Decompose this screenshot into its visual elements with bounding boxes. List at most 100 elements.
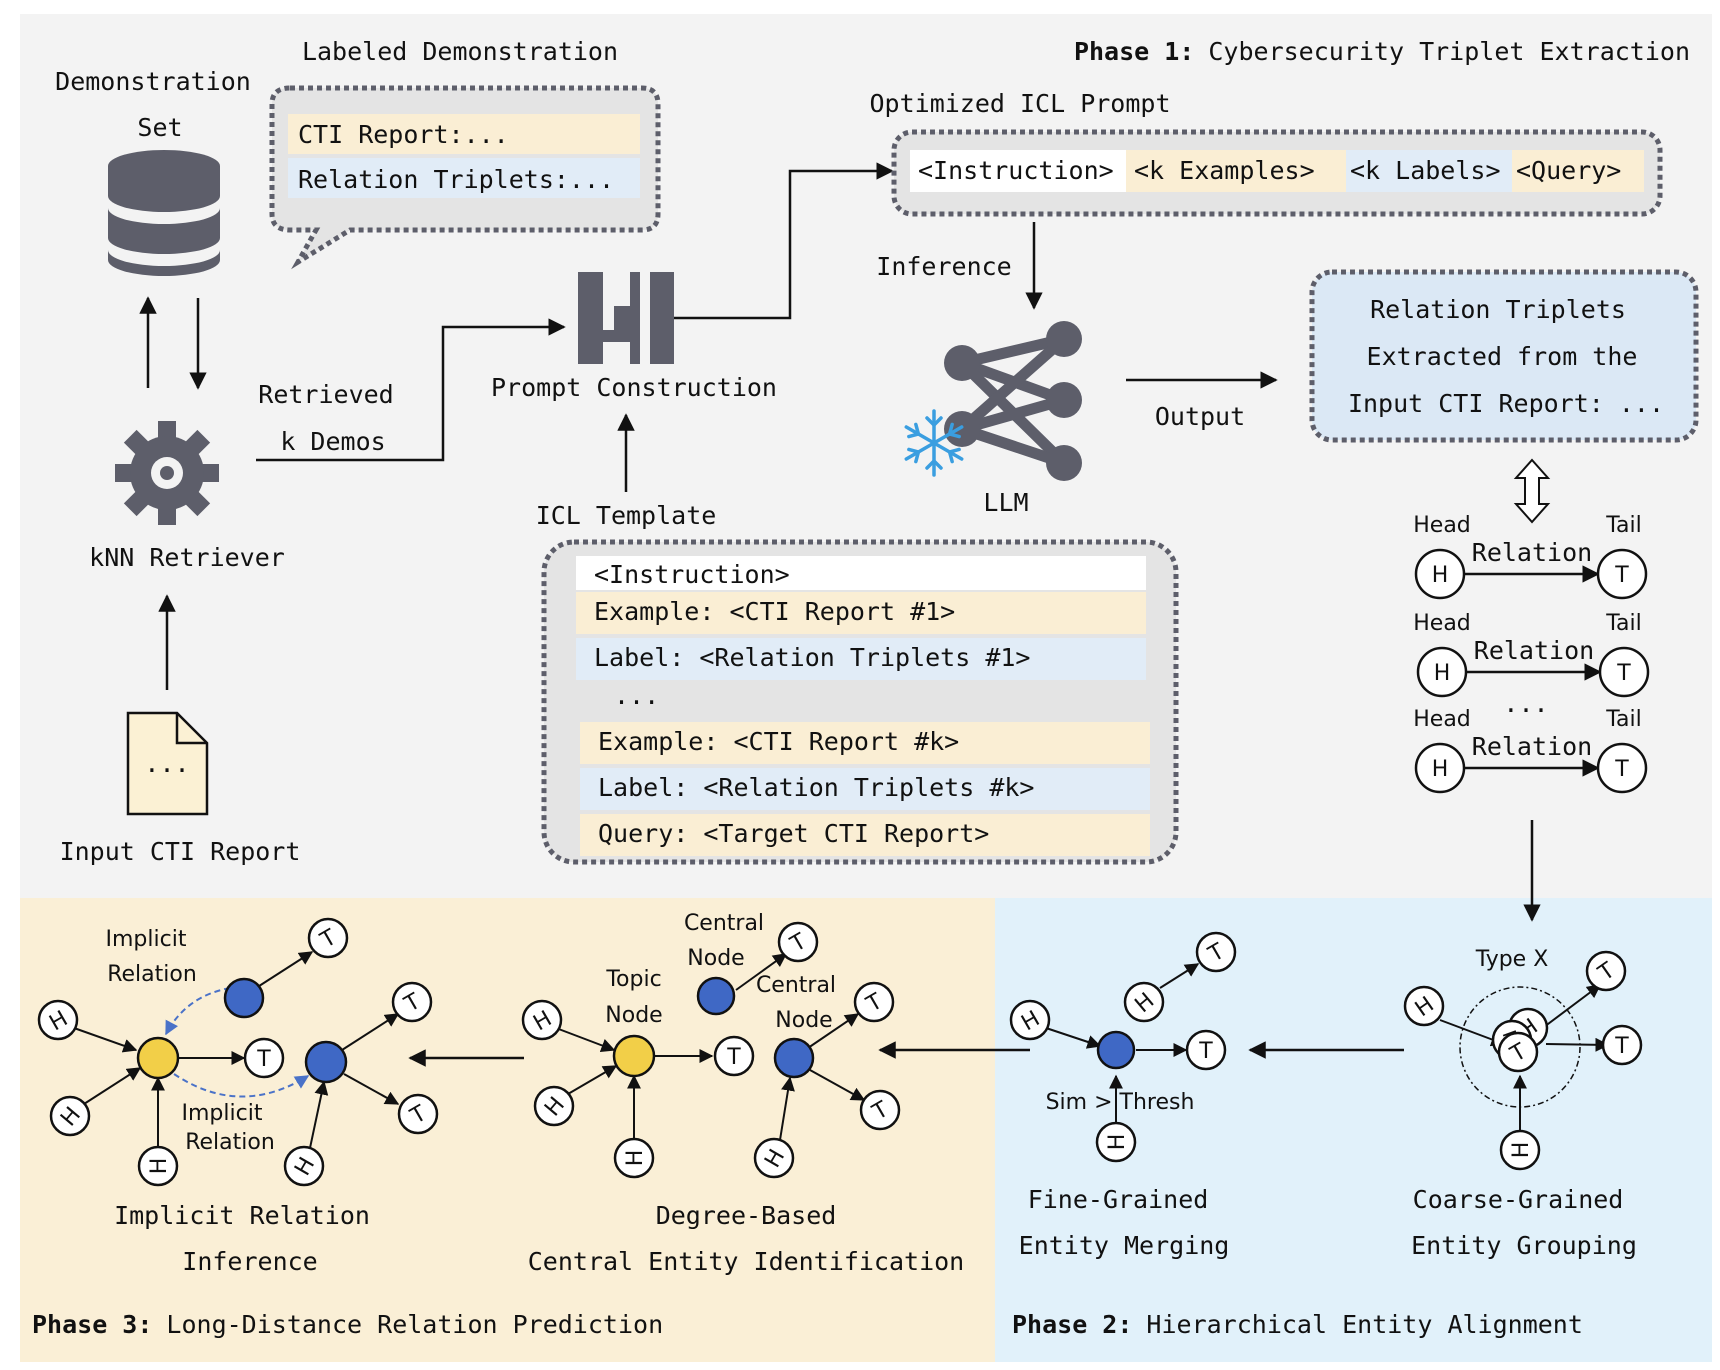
node	[1123, 981, 1165, 1023]
node	[1601, 1024, 1643, 1066]
topic-node	[136, 1036, 180, 1080]
triplets-box-line2: Extracted from the	[1367, 342, 1638, 371]
knn-retriever-label: kNN Retriever	[89, 543, 285, 572]
template-examplek-text: Example: <CTI Report #k>	[598, 727, 959, 756]
database-icon	[108, 150, 220, 276]
icl-query-cell	[1512, 150, 1644, 192]
edge	[83, 1067, 142, 1105]
template-ellipsis: ...	[614, 681, 659, 710]
head-node-text: H	[1432, 757, 1449, 782]
inference-label: Inference	[876, 252, 1011, 281]
phase2-title: Phase 2:Hierarchical Entity Alignment	[1012, 1310, 1583, 1339]
template-labelk-text: Label: <Relation Triplets #k>	[598, 773, 1035, 802]
icl-labels-cell	[1346, 150, 1512, 192]
gear-icon	[115, 421, 219, 525]
edge	[309, 1080, 329, 1149]
tail-label: Tail	[1605, 707, 1642, 732]
edge	[567, 1065, 618, 1095]
head-node-text: H	[1432, 563, 1449, 588]
labeled-demo-cti-text: CTI Report:...	[298, 120, 509, 149]
central-node-label-a-line1: Central	[684, 911, 764, 936]
edge	[1539, 984, 1602, 1031]
output-label: Output	[1155, 402, 1245, 431]
node	[49, 1095, 91, 1137]
sim-thresh-label: Sim > Thresh	[1046, 1090, 1195, 1115]
node	[391, 981, 433, 1023]
input-cti-label: Input CTI Report	[60, 837, 301, 866]
type-x-label: Type X	[1475, 947, 1549, 972]
labeled-demo-triplet-row	[288, 158, 640, 198]
node-label: T	[256, 1047, 271, 1072]
tail-node-text: T	[1616, 661, 1631, 686]
arrow-prompt-to-icl	[674, 162, 894, 320]
edge	[341, 1013, 400, 1051]
implicit-edge	[173, 1073, 310, 1098]
node	[521, 999, 563, 1041]
node	[1185, 1029, 1227, 1071]
central-node	[773, 1037, 815, 1079]
relation-label: Relation	[1474, 636, 1594, 665]
phase1-title: Phase 1:Cybersecurity Triplet Extraction	[1074, 37, 1690, 66]
triplets-ellipsis: ...	[1503, 689, 1548, 718]
edge	[255, 951, 314, 989]
node	[753, 1137, 795, 1179]
arrow-retrieved-to-prompt	[256, 318, 566, 462]
template-examplek-row	[580, 722, 1150, 764]
node	[1095, 1121, 1137, 1163]
template-labelk-row	[580, 768, 1150, 810]
node	[283, 1145, 325, 1187]
template-example1-text: Example: <CTI Report #1>	[594, 597, 955, 626]
llm-network-icon	[944, 321, 1082, 481]
phase3-title-text: Long-Distance Relation Prediction	[166, 1310, 663, 1339]
central-node	[223, 977, 265, 1019]
template-query-text: Query: <Target CTI Report>	[598, 819, 989, 848]
topic-node-label-line2: Node	[605, 1003, 662, 1028]
template-example1-row	[576, 592, 1146, 634]
edge	[1545, 1037, 1610, 1052]
triplets-box-line1: Relation Triplets	[1370, 295, 1626, 324]
node	[777, 921, 819, 963]
tail-node-text: T	[1614, 757, 1629, 782]
implicit-relation-label-b-line2: Relation	[185, 1130, 275, 1155]
node-label: T	[726, 1045, 741, 1070]
edge	[555, 1027, 616, 1053]
node	[1009, 999, 1051, 1041]
labeled-demo-triplet-text: Relation Triplets:...	[298, 165, 614, 194]
head-node	[1416, 646, 1468, 698]
template-instruction-row	[576, 556, 1146, 590]
relation-label: Relation	[1472, 732, 1592, 761]
node	[1585, 950, 1627, 992]
icl-instruction-text: <Instruction>	[918, 156, 1114, 185]
edge	[1159, 963, 1200, 989]
edge	[343, 1073, 400, 1105]
degree-based-label-line2: Central Entity Identification	[528, 1247, 965, 1276]
tail-node	[1596, 548, 1648, 600]
node-label: H	[623, 1150, 648, 1167]
central-node	[696, 976, 736, 1016]
node-label: T	[1198, 1039, 1213, 1064]
demo-set-label-line1: Demonstration	[55, 67, 251, 96]
node	[1497, 1031, 1539, 1073]
node	[1499, 1129, 1541, 1171]
prompt-construction-label: Prompt Construction	[491, 373, 777, 402]
triplet-row-1: Head Tail Relation H T	[1413, 513, 1648, 600]
template-instruction-text: <Instruction>	[594, 560, 790, 589]
phase1-title-bold: Phase 1:	[1074, 37, 1194, 66]
coarse-grouping-graph: Type X H H T T T T H	[1403, 947, 1643, 1171]
node	[853, 981, 895, 1023]
template-label1-row	[576, 638, 1146, 680]
head-node-text: H	[1434, 661, 1451, 686]
document-icon	[126, 711, 209, 816]
labeled-demo-title: Labeled Demonstration	[302, 37, 618, 66]
node	[859, 1089, 901, 1131]
tail-node	[1596, 742, 1648, 794]
template-query-row	[580, 814, 1150, 856]
implicit-relation-graph: Implicit Relation Implicit Relation H H …	[37, 917, 439, 1187]
triplet-row-2: Head Tail Relation H T	[1413, 611, 1650, 698]
phase3-title-bold: Phase 3:	[32, 1310, 152, 1339]
edge	[1045, 1027, 1102, 1049]
degree-based-graph: Central Node Topic Node Central Node H H…	[521, 911, 901, 1179]
node	[533, 1085, 575, 1127]
tail-label: Tail	[1605, 611, 1642, 636]
